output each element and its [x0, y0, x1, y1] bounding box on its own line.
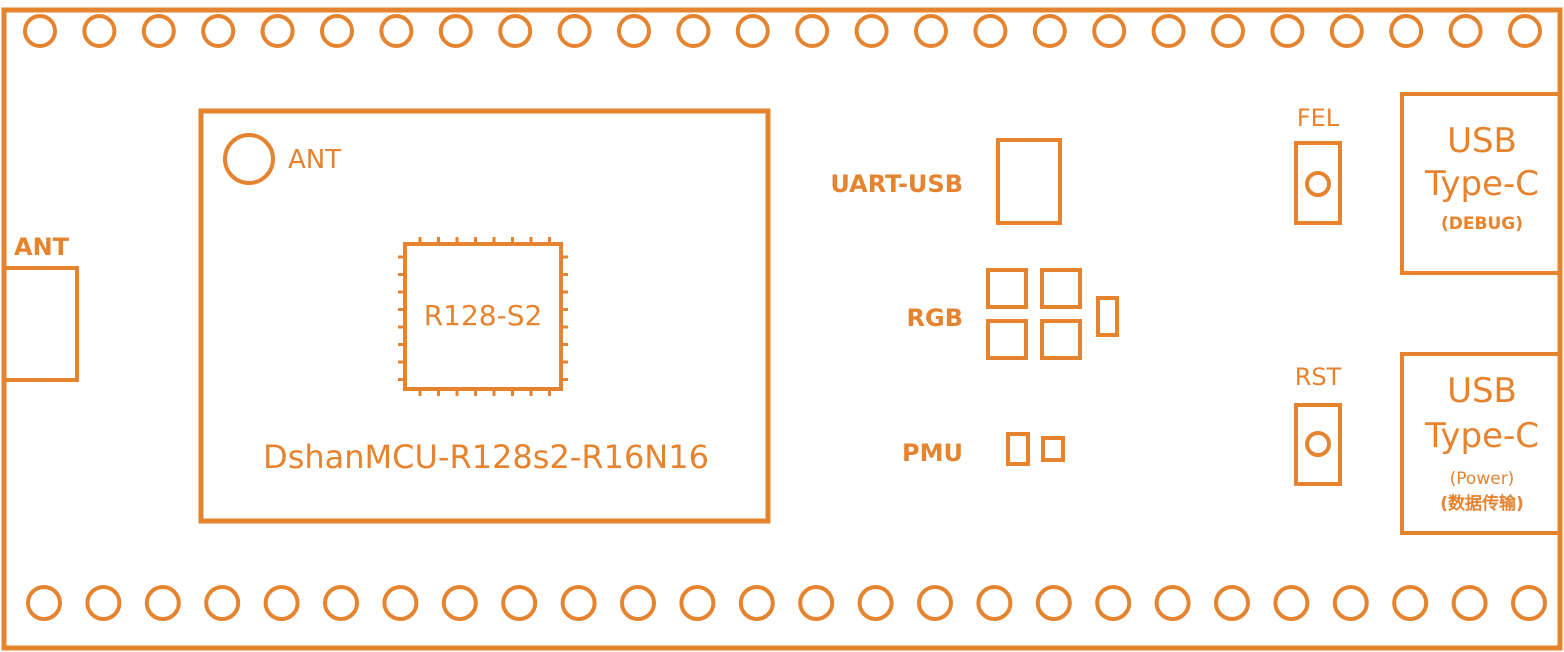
header-pin	[204, 585, 241, 621]
rgb-led-pad	[1040, 319, 1082, 360]
header-pin	[144, 585, 181, 621]
header-pin	[1154, 585, 1191, 621]
header-pin	[1032, 14, 1067, 48]
pmu-component	[1006, 432, 1030, 466]
usb-power-line4: (数据传输)	[1440, 493, 1524, 514]
header-pin	[854, 14, 889, 48]
header-pin	[1332, 585, 1369, 621]
header-pin	[857, 585, 894, 621]
header-pin	[1448, 14, 1483, 48]
chip-label: R128-S2	[424, 299, 543, 332]
header-pin	[973, 14, 1008, 48]
header-pin	[557, 14, 592, 48]
header-pin	[141, 14, 176, 48]
usb-power-line2: Type-C	[1424, 416, 1539, 456]
usb-debug-port	[1400, 92, 1562, 275]
header-pin	[379, 14, 414, 48]
rgb-label: RGB	[907, 304, 963, 332]
header-pin	[1211, 14, 1245, 48]
usb-debug-line2: Type-C	[1424, 164, 1539, 204]
bottom-pin-header	[26, 585, 1547, 621]
module-ant-circle	[223, 133, 275, 185]
rst-button-cap	[1305, 431, 1331, 457]
chip-body	[403, 242, 563, 391]
header-pin	[676, 14, 711, 48]
header-pin	[1214, 585, 1250, 621]
header-pin	[914, 14, 948, 48]
header-pin	[441, 585, 478, 621]
header-pin	[617, 14, 651, 48]
pmu-component	[1041, 436, 1065, 462]
header-pin	[1511, 585, 1547, 621]
uart-usb-label: UART-USB	[830, 170, 963, 198]
header-pin	[1092, 14, 1127, 48]
rgb-led-pad	[986, 319, 1028, 360]
fel-label: FEL	[1297, 104, 1340, 132]
header-pin	[1273, 585, 1310, 621]
header-pin	[917, 585, 953, 621]
header-pin	[798, 585, 835, 621]
rgb-led-pad	[1040, 268, 1082, 309]
rst-button[interactable]	[1294, 403, 1342, 486]
usb-power-port	[1400, 352, 1562, 535]
header-pin	[1389, 14, 1424, 48]
header-pin	[560, 585, 597, 621]
pmu-label: PMU	[902, 439, 963, 467]
top-pin-header	[23, 14, 1542, 48]
uart-usb-chip	[996, 138, 1062, 225]
header-pin	[679, 585, 716, 621]
fel-button[interactable]	[1294, 141, 1342, 225]
header-pin	[1270, 14, 1305, 48]
module-name: DshanMCU-R128s2-R16N16	[263, 438, 709, 476]
header-pin	[85, 585, 122, 621]
usb-power-line1: USB	[1447, 371, 1517, 411]
header-pin	[438, 14, 473, 48]
header-pin	[26, 585, 62, 621]
header-pin	[82, 14, 117, 48]
header-pin	[735, 14, 770, 48]
header-pin	[1508, 14, 1542, 48]
rgb-led-pad	[986, 268, 1028, 309]
header-pin	[323, 585, 359, 621]
header-pin	[620, 585, 656, 621]
header-pin	[738, 585, 775, 621]
left-ant-label: ANT	[14, 233, 70, 261]
rgb-resistor	[1096, 296, 1119, 337]
header-pin	[1329, 14, 1364, 48]
module-ant-label: ANT	[288, 145, 341, 175]
antenna-connector	[2, 266, 79, 382]
usb-debug-line3: (DEBUG)	[1441, 214, 1523, 234]
header-pin	[498, 14, 533, 48]
fel-button-cap	[1305, 171, 1331, 197]
header-pin	[382, 585, 419, 621]
header-pin	[1095, 585, 1132, 621]
header-pin	[1451, 585, 1488, 621]
rst-label: RST	[1295, 363, 1342, 391]
module-outline	[198, 108, 771, 524]
header-pin	[260, 14, 295, 48]
header-pin	[201, 14, 236, 48]
header-pin	[795, 14, 830, 48]
header-pin	[1151, 14, 1186, 48]
usb-debug-line1: USB	[1447, 121, 1517, 161]
header-pin	[501, 585, 538, 621]
usb-power-line3: (Power)	[1450, 469, 1515, 489]
header-pin	[976, 585, 1013, 621]
header-pin	[320, 14, 354, 48]
header-pin	[263, 585, 300, 621]
header-pin	[1035, 585, 1072, 621]
header-pin	[1392, 585, 1429, 621]
header-pin	[23, 14, 57, 48]
